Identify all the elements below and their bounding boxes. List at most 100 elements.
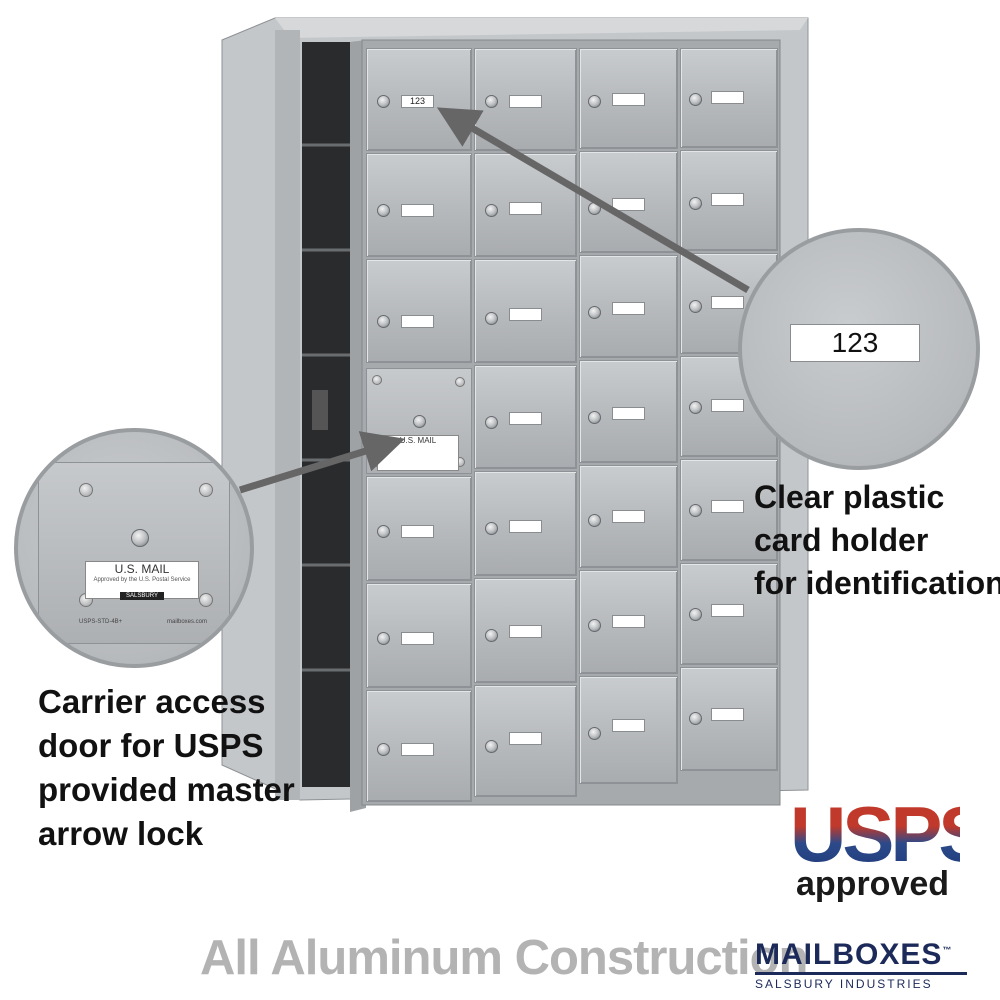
mailbox-door [366, 259, 472, 363]
arrow-to-carrier-door [238, 431, 406, 494]
id-card-holder [401, 204, 434, 217]
lock-icon [588, 727, 601, 740]
zoom-card-number: 123 [790, 324, 920, 362]
mailbox-door [474, 471, 577, 576]
mailbox-door [579, 255, 678, 358]
id-card-holder [612, 719, 645, 732]
lock-icon [485, 416, 498, 429]
zoom-card-holder: 123 [738, 228, 980, 470]
mailbox-door [680, 667, 778, 771]
id-card-holder [509, 202, 542, 215]
lock-icon [377, 743, 390, 756]
mailbox-door [474, 259, 577, 363]
lock-icon [485, 204, 498, 217]
lock-icon [377, 632, 390, 645]
callout-card-holder: Clear plastic card holder for identifica… [754, 476, 1000, 605]
lock-icon [377, 204, 390, 217]
zoom-label-right-code: mailboxes.com [167, 619, 208, 625]
lock-icon [377, 525, 390, 538]
id-card-holder [612, 302, 645, 315]
callout-line: provided master [38, 771, 295, 808]
lock-icon [377, 95, 390, 108]
zoom-label-subtitle: Approved by the U.S. Postal Service [93, 577, 191, 583]
lock-icon [588, 514, 601, 527]
mailbox-door [579, 48, 678, 149]
mailbox-door [579, 360, 678, 463]
mailbox-door [366, 476, 472, 581]
id-card-holder [612, 93, 645, 106]
mailbox-door [366, 583, 472, 688]
screw-icon [199, 483, 213, 497]
lock-icon [689, 197, 702, 210]
zoom-label-left-code: USPS-STD-4B+ [79, 619, 123, 625]
id-card-holder [711, 193, 744, 206]
id-card-holder [711, 91, 744, 104]
id-card-holder: 123 [401, 95, 434, 108]
id-card-holder [401, 743, 434, 756]
lock-icon [485, 629, 498, 642]
screw-icon [372, 375, 382, 385]
mailbox-door [474, 365, 577, 469]
zoom-carrier-panel: U.S. MAIL Approved by the U.S. Postal Se… [38, 462, 230, 644]
callout-line: Carrier access [38, 683, 266, 720]
id-card-holder [711, 604, 744, 617]
mailbox-door [366, 153, 472, 257]
zoom-label-title: U.S. MAIL [114, 562, 170, 576]
screw-icon [199, 593, 213, 607]
lock-icon [689, 300, 702, 313]
id-card-holder [711, 500, 744, 513]
brand-logo: MAILBOXES™ SALSBURY INDUSTRIES [755, 935, 975, 991]
mailbox-door [366, 690, 472, 802]
mailbox-door [474, 48, 577, 151]
callout-line: arrow lock [38, 815, 204, 852]
screw-icon [455, 377, 465, 387]
carrier-access-door: U.S. MAIL [366, 368, 472, 474]
id-card-holder [612, 407, 645, 420]
mailbox-door [579, 676, 678, 784]
zoom-usps-label: U.S. MAIL Approved by the U.S. Postal Se… [85, 561, 199, 600]
lock-icon [588, 95, 601, 108]
zoom-carrier-door: U.S. MAIL Approved by the U.S. Postal Se… [14, 428, 254, 668]
lock-icon [485, 95, 498, 108]
id-card-holder [612, 198, 645, 211]
callout-line: card holder [754, 522, 929, 558]
id-card-holder [509, 625, 542, 638]
id-card-holder [711, 399, 744, 412]
id-card-holder [509, 95, 542, 108]
lock-icon [377, 315, 390, 328]
brand-name-text: MAILBOXES [755, 938, 943, 971]
master-arrow-lock-icon [131, 529, 149, 547]
trademark-symbol: ™ [942, 945, 953, 955]
master-arrow-lock-icon [413, 415, 426, 428]
id-card-holder [401, 632, 434, 645]
id-card-holder [401, 525, 434, 538]
lock-icon [689, 93, 702, 106]
screw-icon [79, 483, 93, 497]
mailbox-door [680, 563, 778, 665]
usps-logo-word: USPS [790, 790, 990, 878]
tagline: All Aluminum Construction [200, 931, 808, 985]
callout-line: for identification [754, 565, 1000, 601]
callout-line: Clear plastic [754, 479, 945, 515]
brand-name: MAILBOXES™ [755, 935, 975, 970]
id-card-holder [509, 308, 542, 321]
id-card-holder [509, 520, 542, 533]
id-card-holder [509, 412, 542, 425]
mailbox-door [579, 570, 678, 674]
lock-icon [588, 619, 601, 632]
lock-icon [588, 411, 601, 424]
mailbox-door [680, 150, 778, 251]
callout-carrier-door: Carrier access door for USPS provided ma… [38, 680, 295, 856]
lock-icon [485, 522, 498, 535]
lock-icon [689, 504, 702, 517]
mailbox-door [474, 685, 577, 797]
callout-line: door for USPS [38, 727, 264, 764]
id-card-holder [612, 510, 645, 523]
usps-approved-logo: USPS approved [790, 790, 990, 905]
id-card-holder [509, 732, 542, 745]
mailbox-door [680, 48, 778, 148]
mailbox-door [474, 578, 577, 683]
id-card-holder [711, 708, 744, 721]
